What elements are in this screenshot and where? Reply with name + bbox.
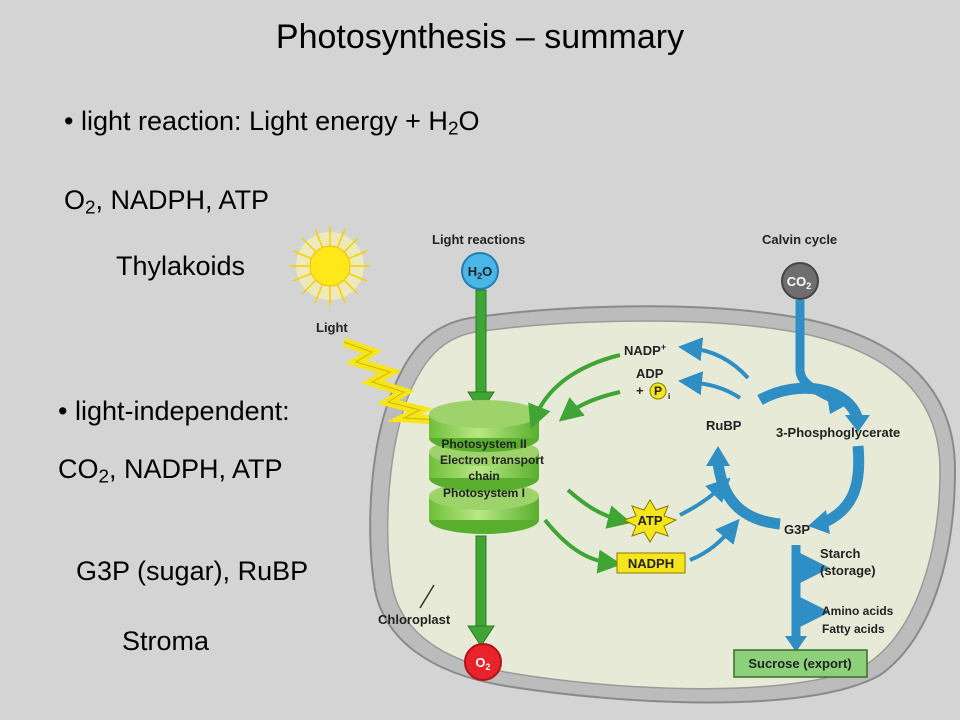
co2-text: CO: [58, 454, 99, 484]
adp-return-arrow: [558, 390, 621, 422]
cycle-arrow-right: [822, 445, 865, 527]
svg-text:O2: O2: [475, 655, 490, 672]
light-independent-bullet: • light-independent:: [58, 396, 290, 427]
light-reaction-text: light reaction: Light energy + H: [80, 106, 448, 136]
o2-node: O2: [464, 643, 502, 681]
rubp-label: RuBP: [706, 418, 742, 433]
co2-co: CO: [787, 274, 807, 289]
h2o-h: H: [468, 264, 477, 279]
chloroplast-pointer: [419, 584, 435, 609]
subscript: 2: [85, 197, 96, 219]
nadph-box: NADPH: [616, 552, 686, 574]
light-reaction-suffix: O: [458, 106, 480, 136]
h2o-sub: 2: [477, 271, 482, 281]
cycle-arrowhead-left: [706, 446, 730, 466]
calvin-inputs: CO2, NADPH, ATP: [58, 454, 283, 488]
light-label: Light: [316, 320, 348, 335]
sucrose-label: Sucrose (export): [748, 656, 851, 671]
phosphate-icon: P i: [649, 382, 670, 401]
bullet-marker: •: [64, 106, 74, 136]
phosphate-sub: i: [668, 392, 670, 401]
nadph-to-calvin-arrow: [689, 518, 740, 562]
bullet-marker: •: [58, 396, 68, 426]
fatty-acids-label: Fatty acids: [822, 622, 885, 636]
oxygen-arrowhead-icon: [467, 625, 495, 647]
subscript: 2: [447, 118, 459, 140]
h2o-node: H2O: [461, 252, 499, 290]
page-title: Photosynthesis – summary: [275, 18, 685, 56]
etc-label-line2: chain: [468, 469, 499, 483]
stroma-label: Stroma: [122, 626, 210, 656]
thylakoids-label: Thylakoids: [116, 251, 246, 281]
photosystem-i-label: Photosystem I: [443, 486, 525, 500]
g3p-label: G3P: [784, 522, 810, 537]
cycle-arrow-top: [757, 382, 864, 422]
co2-node: CO2: [781, 262, 819, 300]
sucrose-box: Sucrose (export): [733, 649, 868, 678]
sun-icon: [290, 226, 370, 306]
chloroplast-label: Chloroplast: [378, 612, 451, 627]
atp-label: ATP: [637, 513, 662, 528]
pga-label: 3-Phosphoglycerate: [776, 425, 900, 440]
amino-acids-label: Amino acids: [822, 604, 894, 618]
calvin-products: G3P (sugar), RuBP: [76, 556, 309, 586]
storage-label: (storage): [820, 563, 876, 578]
nadp-label: NADP+: [624, 342, 666, 358]
o2-o: O: [475, 655, 485, 670]
o2-text: O: [64, 185, 86, 215]
inputs-text: , NADPH, ATP: [109, 454, 283, 484]
light-independent-text: light-independent:: [74, 396, 290, 426]
atp-badge: ATP: [622, 499, 678, 543]
oxygen-arrow: [475, 535, 487, 629]
o2-sub: 2: [486, 662, 491, 672]
g3p-arrowhead-icon: [785, 636, 807, 652]
nadph-output-arrow: [543, 518, 622, 574]
calvin-nadp-arrow: [678, 337, 750, 380]
light-products: O2, NADPH, ATP: [64, 185, 270, 219]
starch-label: Starch: [820, 546, 861, 561]
atp-output-arrow: [566, 488, 632, 529]
phosphate-letter: P: [654, 384, 662, 398]
co2-sub: 2: [806, 281, 811, 291]
light-reaction-bullet: • light reaction: Light energy + H2O: [64, 106, 480, 140]
cycle-arrowhead-right: [808, 510, 830, 534]
water-arrow: [475, 289, 487, 396]
svg-text:CO2: CO2: [787, 274, 812, 291]
etc-label-line1: Electron transport: [440, 453, 544, 467]
h2o-o: O: [482, 264, 492, 279]
cycle-arrow-left: [712, 461, 781, 530]
adp-label: ADP: [636, 366, 664, 381]
calvin-adp-arrow: [678, 371, 742, 400]
nadp-return-arrow: [528, 353, 621, 430]
plus-label: +: [636, 383, 644, 398]
calvin-cycle-label: Calvin cycle: [762, 232, 837, 247]
svg-text:H2O: H2O: [468, 264, 493, 281]
light-reactions-label: Light reactions: [432, 232, 525, 247]
photosystem-ii-label: Photosystem II: [441, 437, 526, 451]
subscript: 2: [98, 466, 110, 488]
thylakoid-stack: [429, 400, 539, 534]
products-text: , NADPH, ATP: [95, 185, 270, 215]
cycle-arrowhead-top: [845, 415, 870, 432]
nadph-label: NADPH: [628, 556, 674, 571]
